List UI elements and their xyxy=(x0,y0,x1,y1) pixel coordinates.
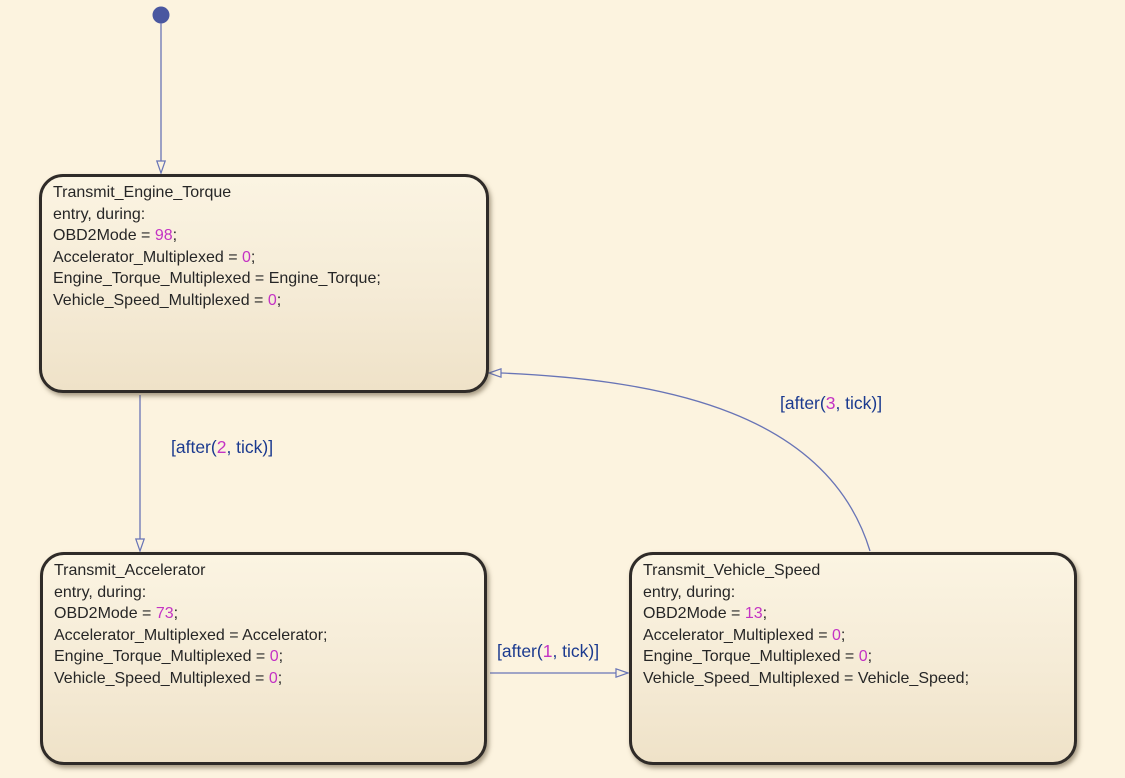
transition-accelerator-to-vehicle-speed[interactable] xyxy=(490,667,630,679)
code-text: ; xyxy=(867,648,873,666)
literal-number: 73 xyxy=(155,605,174,623)
state-code-line: Vehicle_Speed_Multiplexed = 0; xyxy=(54,668,473,690)
code-text: Engine_Torque_Multiplexed = Engine_Torqu… xyxy=(53,270,381,288)
literal-number: 0 xyxy=(831,626,841,644)
state-code-line: entry, during: xyxy=(53,204,475,226)
state-code-line: Vehicle_Speed_Multiplexed = Vehicle_Spee… xyxy=(643,668,1063,690)
code-text: [after( xyxy=(171,437,217,457)
code-text: , tick)] xyxy=(552,641,600,661)
transition-curve[interactable] xyxy=(500,372,871,552)
code-text: Vehicle_Speed_Multiplexed = Vehicle_Spee… xyxy=(643,669,970,687)
literal-number: 0 xyxy=(241,248,251,266)
transition-engine-torque-to-accelerator[interactable] xyxy=(134,395,146,553)
code-text: OBD2Mode = xyxy=(53,227,155,245)
literal-number: 0 xyxy=(858,648,868,666)
state-code-line: Accelerator_Multiplexed = 0; xyxy=(53,247,475,269)
state-title: Transmit_Accelerator xyxy=(54,562,206,579)
state-code-line: Accelerator_Multiplexed = Accelerator; xyxy=(54,625,473,647)
state-body: entry, during:OBD2Mode = 13;Accelerator_… xyxy=(643,582,1063,690)
state-title: Transmit_Engine_Torque xyxy=(53,184,232,201)
literal-number: 13 xyxy=(744,605,763,623)
code-text: Vehicle_Speed_Multiplexed = xyxy=(53,291,268,309)
state-transmit-engine-torque[interactable]: Transmit_Engine_Torque entry, during: OBD… xyxy=(39,174,489,393)
code-text: entry, during: xyxy=(54,583,147,601)
code-text: , tick)] xyxy=(226,437,274,457)
state-code-line: Engine_Torque_Multiplexed = Engine_Torqu… xyxy=(53,268,475,290)
state-transmit-accelerator[interactable]: Transmit_Accelerator entry, during: OBD2M… xyxy=(40,552,487,765)
state-code-line: entry, during: xyxy=(643,582,1063,604)
arrowhead-left-icon xyxy=(487,367,502,379)
state-code-line: Engine_Torque_Multiplexed = 0; xyxy=(643,646,1063,668)
code-text: ; xyxy=(278,648,284,666)
code-text: Accelerator_Multiplexed = xyxy=(643,626,832,644)
code-text: ; xyxy=(276,291,282,309)
code-text: entry, during: xyxy=(643,583,736,601)
state-body: entry, during:OBD2Mode = 98;Accelerator_… xyxy=(53,204,475,312)
transition-label-after-1-tick[interactable]: [after(1, tick)] xyxy=(497,640,599,662)
code-text: Engine_Torque_Multiplexed = xyxy=(54,648,270,666)
state-code-line: OBD2Mode = 73; xyxy=(54,603,473,625)
code-text: OBD2Mode = xyxy=(643,605,745,623)
literal-number: 2 xyxy=(216,437,227,457)
code-text: OBD2Mode = xyxy=(54,605,156,623)
arrowhead-down-icon xyxy=(134,538,146,553)
literal-number: 0 xyxy=(269,648,279,666)
code-text: ; xyxy=(250,248,256,266)
state-code-line: OBD2Mode = 13; xyxy=(643,603,1063,625)
transition-label-after-3-tick[interactable]: [after(3, tick)] xyxy=(780,392,882,414)
literal-number: 98 xyxy=(154,227,173,245)
code-text: entry, during: xyxy=(53,205,146,223)
arrowhead-right-icon xyxy=(615,667,630,679)
code-text: Engine_Torque_Multiplexed = xyxy=(643,648,859,666)
state-title: Transmit_Vehicle_Speed xyxy=(643,562,821,579)
code-text: [after( xyxy=(780,393,826,413)
state-code-line: Accelerator_Multiplexed = 0; xyxy=(643,625,1063,647)
code-text: ; xyxy=(762,605,768,623)
state-transmit-vehicle-speed[interactable]: Transmit_Vehicle_Speed entry, during: OBD… xyxy=(629,552,1077,765)
code-text: ; xyxy=(840,626,846,644)
code-text: [after( xyxy=(497,641,543,661)
literal-number: 0 xyxy=(268,669,278,687)
code-text: ; xyxy=(277,669,283,687)
literal-number: 0 xyxy=(267,291,277,309)
arrowhead-down-icon xyxy=(155,160,167,175)
literal-number: 1 xyxy=(542,641,553,661)
code-text: Vehicle_Speed_Multiplexed = xyxy=(54,669,269,687)
transition-vehicle-speed-to-engine-torque[interactable] xyxy=(487,367,871,552)
literal-number: 3 xyxy=(825,393,836,413)
code-text: Accelerator_Multiplexed = Accelerator; xyxy=(54,626,328,644)
code-text: , tick)] xyxy=(835,393,883,413)
initial-state-dot[interactable] xyxy=(152,6,170,24)
state-code-line: OBD2Mode = 98; xyxy=(53,225,475,247)
state-code-line: Engine_Torque_Multiplexed = 0; xyxy=(54,646,473,668)
code-text: ; xyxy=(172,227,178,245)
transition-label-after-2-tick[interactable]: [after(2, tick)] xyxy=(171,436,273,458)
state-body: entry, during:OBD2Mode = 73;Accelerator_… xyxy=(54,582,473,690)
state-code-line: entry, during: xyxy=(54,582,473,604)
code-text: Accelerator_Multiplexed = xyxy=(53,248,242,266)
code-text: ; xyxy=(173,605,179,623)
state-code-line: Vehicle_Speed_Multiplexed = 0; xyxy=(53,290,475,312)
default-transition[interactable] xyxy=(152,6,170,175)
